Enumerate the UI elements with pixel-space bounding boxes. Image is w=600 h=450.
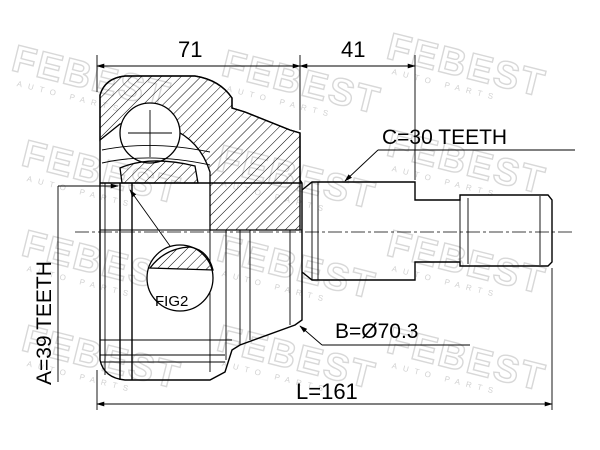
dim-71-label: 71: [178, 37, 202, 62]
spline-a-callout: A=39 TEETH: [33, 183, 119, 385]
inner-race: [119, 160, 199, 184]
stub-shaft: [301, 181, 553, 281]
joint-housing: [99, 75, 303, 381]
spline-c-label: C=30 TEETH: [382, 126, 507, 149]
diameter-b-callout: B=Ø70.3: [299, 320, 470, 346]
fig2-detail: FIG2: [129, 189, 214, 312]
spline-a-label: A=39 TEETH: [33, 261, 56, 385]
shaft-outline: [301, 181, 553, 281]
dimension-length: L=161: [96, 268, 553, 410]
diameter-b-label: B=Ø70.3: [335, 320, 418, 343]
spline-c-callout: C=30 TEETH: [344, 126, 575, 182]
fig2-label: FIG2: [155, 293, 188, 310]
fig2-leader: [129, 189, 171, 247]
dim-41-label: 41: [341, 37, 365, 62]
length-label: L=161: [296, 379, 358, 404]
dimension-41: 41: [299, 37, 416, 180]
